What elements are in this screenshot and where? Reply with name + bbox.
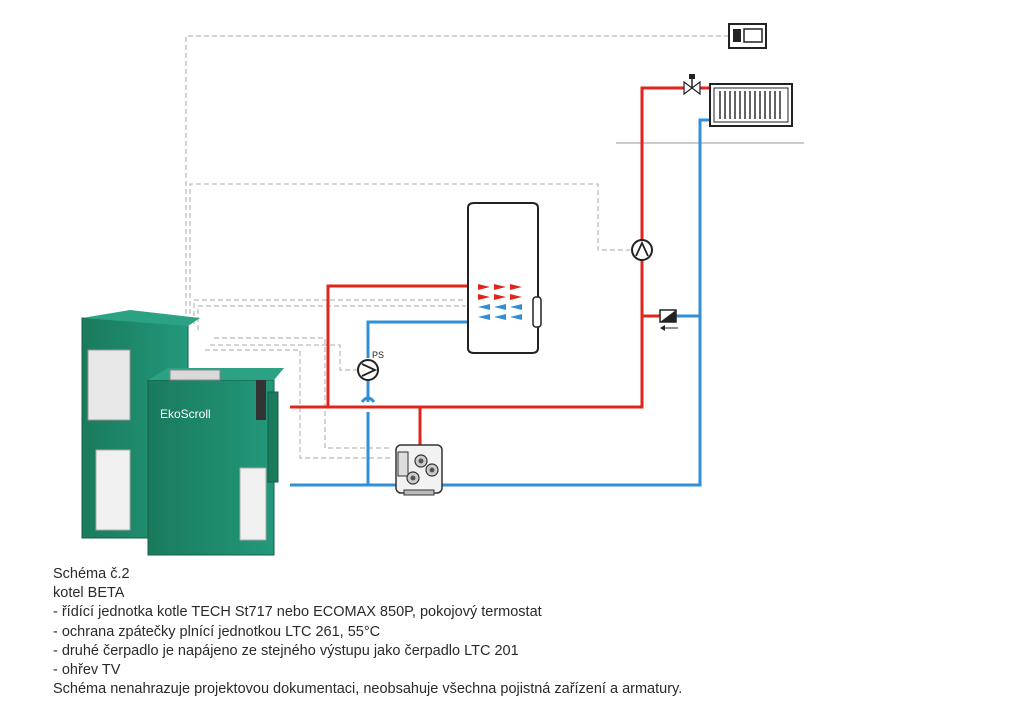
caption-line: Schéma nenahrazuje projektovou dokumenta…	[53, 681, 683, 698]
boiler-brand-label: EkoScroll	[160, 407, 211, 421]
circulation-pump-icon	[357, 359, 379, 381]
radiator-icon	[709, 83, 793, 127]
caption-line: kotel BETA	[53, 585, 125, 602]
caption-line: - ohřev TV	[53, 662, 121, 679]
control-wiring	[185, 35, 728, 459]
room-thermostat-icon	[728, 23, 767, 49]
boiler-image: EkoScroll	[81, 310, 284, 556]
hot-water-tank-icon	[467, 202, 542, 354]
caption-line: Schéma č.2	[53, 566, 130, 582]
heating-schematic: PS EkoScroll	[81, 23, 804, 556]
schematic-caption: Schéma č.2 kotel BETA - řídící jednotka …	[53, 565, 993, 699]
caption-line: - ochrana zpátečky plnící jednotkou LTC …	[53, 623, 381, 640]
caption-line: - druhé čerpadlo je napájeno ze stejného…	[53, 642, 519, 659]
pump-label: PS	[372, 350, 384, 360]
circulation-pump-icon	[631, 239, 653, 261]
valve-icon	[683, 74, 701, 96]
caption-line: - řídící jednotka kotle TECH St717 nebo …	[53, 604, 542, 621]
mixing-valve-icon	[659, 309, 678, 331]
filling-unit-icon	[395, 444, 443, 496]
